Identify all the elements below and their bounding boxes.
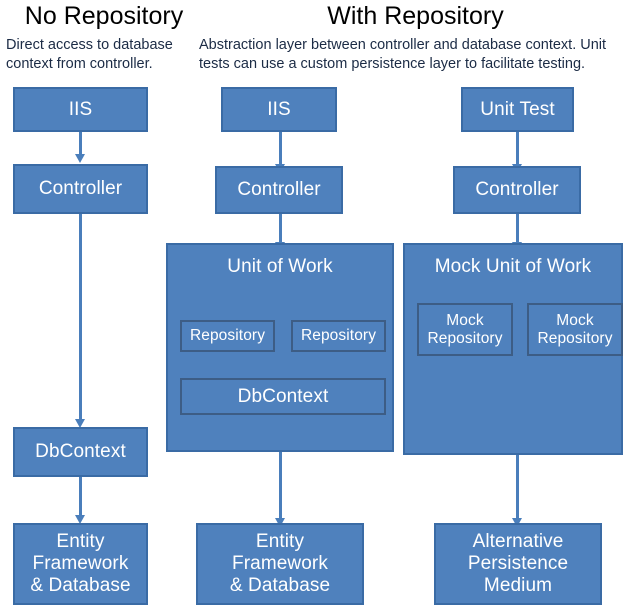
column-description-no-repository: Direct access to database context from c… (6, 37, 173, 72)
node-unit-of-work-col2[interactable]: Unit of Work Repository Repository DbCon… (166, 243, 394, 452)
node-entity-framework-col2[interactable]: Entity Framework & Database (196, 523, 364, 605)
node-mock-unit-of-work-col3[interactable]: Mock Unit of Work Mock Repository Mock R… (403, 243, 623, 455)
column-title-with-repository: With Repository (327, 2, 504, 30)
node-dbcontext-col1[interactable]: DbContext (13, 427, 148, 477)
node-unit-of-work-label-col2: Unit of Work (227, 256, 333, 277)
node-mock-repository-2-col3[interactable]: Mock Repository (527, 303, 623, 356)
node-entity-framework-col1[interactable]: Entity Framework & Database (13, 523, 148, 605)
node-alternative-persistence-col3[interactable]: Alternative Persistence Medium (434, 523, 602, 605)
node-unit-test-col3[interactable]: Unit Test (461, 87, 574, 132)
node-repository-1-col2[interactable]: Repository (180, 320, 275, 352)
column-description-with-repository: Abstraction layer between controller and… (199, 37, 607, 72)
node-controller-col1[interactable]: Controller (13, 164, 148, 214)
node-controller-col3[interactable]: Controller (453, 166, 581, 214)
column-title-no-repository: No Repository (24, 2, 184, 30)
node-dbcontext-col2[interactable]: DbContext (180, 378, 386, 415)
node-controller-col2[interactable]: Controller (215, 166, 343, 214)
node-iis-col2[interactable]: IIS (221, 87, 337, 132)
node-mock-repository-1-col3[interactable]: Mock Repository (417, 303, 513, 356)
node-mock-unit-of-work-label-col3: Mock Unit of Work (434, 256, 592, 277)
node-iis-col1[interactable]: IIS (13, 87, 148, 132)
node-repository-2-col2[interactable]: Repository (291, 320, 386, 352)
